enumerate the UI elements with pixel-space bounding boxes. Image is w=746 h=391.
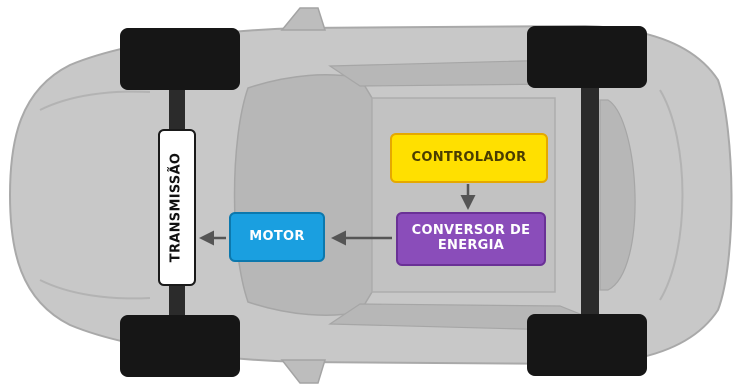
motor-label: MOTOR	[249, 228, 305, 244]
windshield	[233, 74, 373, 316]
controller-box: CONTROLADOR	[390, 133, 548, 183]
hood-line-bottom	[39, 279, 151, 300]
trunk-line	[659, 89, 684, 301]
motor-box: MOTOR	[229, 212, 325, 262]
rear-right-tire	[527, 314, 647, 376]
energy-converter-label: CONVERSOR DE ENERGIA	[411, 223, 531, 253]
right-mirror	[280, 359, 327, 384]
rear-window	[599, 99, 636, 291]
front-right-tire	[120, 315, 240, 377]
transmission-box: TRANSMISSÃO	[158, 129, 196, 286]
left-mirror	[280, 7, 327, 31]
energy-converter-box: CONVERSOR DE ENERGIA	[396, 212, 546, 266]
rear-left-tire	[527, 26, 647, 88]
controller-label: CONTROLADOR	[411, 149, 527, 165]
rear-axle	[581, 80, 599, 320]
front-left-tire	[120, 28, 240, 90]
transmission-label: TRANSMISSÃO	[168, 152, 184, 263]
hood-line-top	[39, 90, 151, 111]
